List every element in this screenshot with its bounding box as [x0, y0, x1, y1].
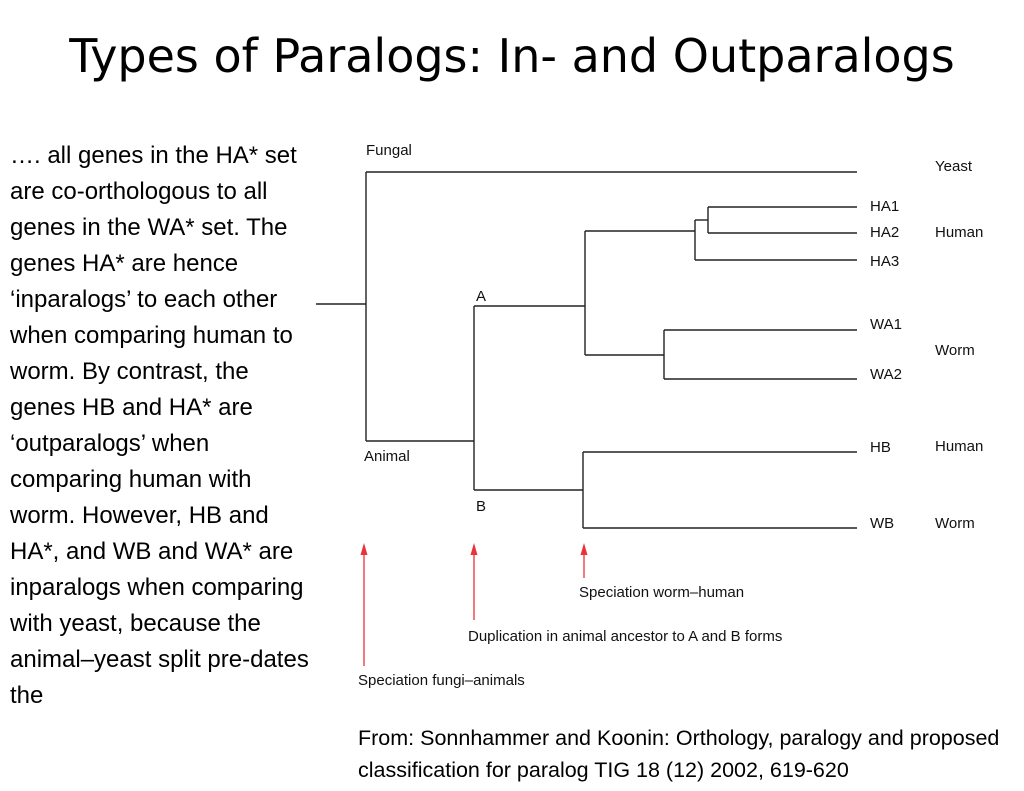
annotation-speciation-worm-human: Speciation worm–human [579, 584, 744, 601]
annotation-duplication: Duplication in animal ancestor to A and … [468, 628, 782, 645]
arrow-duplication [470, 543, 478, 620]
leaf-ha3: HA3 [870, 253, 899, 270]
a-form-label: A [476, 288, 486, 305]
leaf-wa1: WA1 [870, 316, 902, 333]
arrow-speciation-fungi-animals [360, 543, 368, 666]
b-form-label: B [476, 498, 486, 515]
citation-text: From: Sonnhammer and Koonin: Orthology, … [358, 726, 1000, 782]
animal-label: Animal [364, 448, 410, 465]
leaf-ha2: HA2 [870, 224, 899, 241]
fungal-label: Fungal [366, 142, 412, 159]
species-worm-b: Worm [935, 515, 975, 532]
leaf-ha1: HA1 [870, 198, 899, 215]
species-worm-a: Worm [935, 342, 975, 359]
arrow-speciation-worm-human [580, 543, 588, 578]
leaf-wb: WB [870, 515, 894, 532]
explanation-text: …. all genes in the HA* set are co-ortho… [10, 142, 309, 709]
species-human-a: Human [935, 224, 983, 241]
page-title: Types of Paralogs: In- and Outparalogs [69, 29, 955, 83]
leaf-hb: HB [870, 439, 891, 456]
species-human-b: Human [935, 438, 983, 455]
annotation-speciation-fungi-animals: Speciation fungi–animals [358, 672, 525, 689]
species-yeast: Yeast [935, 158, 973, 175]
leaf-wa2: WA2 [870, 366, 902, 383]
